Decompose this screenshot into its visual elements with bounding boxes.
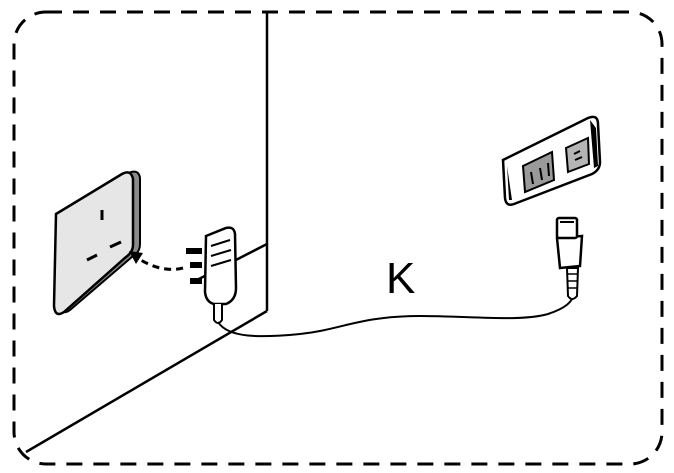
floor-edge — [25, 309, 268, 454]
uk-three-pin-plug — [186, 226, 238, 324]
connector-body — [555, 234, 584, 270]
socket-right-pinhole — [109, 240, 122, 249]
iec-connector-plug — [555, 216, 584, 300]
plug-earth-pin — [186, 248, 202, 254]
dashed-arrow-icon — [129, 251, 184, 271]
dashed-frame — [12, 10, 664, 466]
socket-left-pinhole — [86, 253, 98, 262]
plug-neutral-pin — [190, 278, 202, 284]
inlet-switch-mark — [573, 150, 583, 161]
plug-ridges — [210, 239, 232, 267]
plug-live-pin — [190, 262, 202, 268]
plug-strain-relief — [213, 304, 223, 324]
cable-label: K — [386, 254, 415, 303]
power-cable — [217, 293, 575, 338]
inlet-socket — [521, 150, 556, 194]
connector-ridges — [568, 273, 578, 289]
plug-body — [203, 226, 238, 306]
uk-wall-socket — [52, 170, 141, 316]
connector-strain-relief — [565, 267, 580, 300]
appliance-inlet — [501, 115, 602, 206]
inlet-switch — [564, 136, 591, 174]
inlet-socket-pins — [530, 162, 550, 185]
